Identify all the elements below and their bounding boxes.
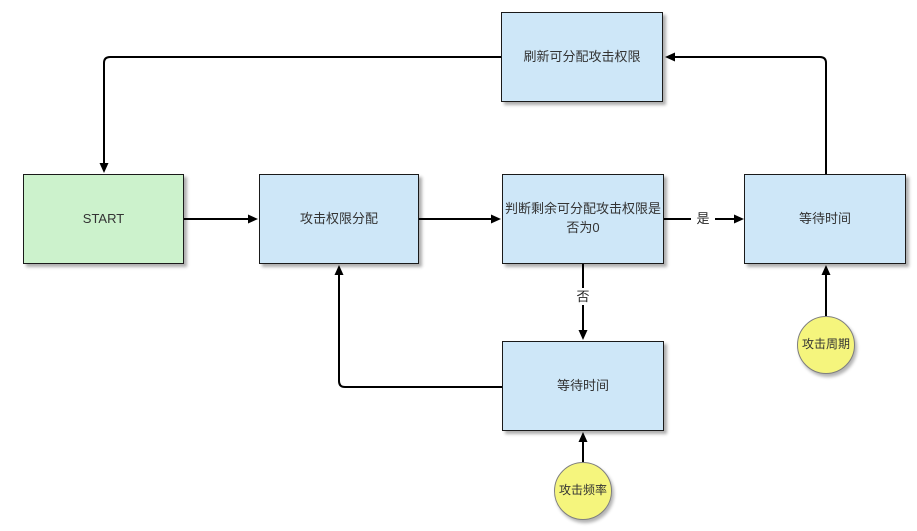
node-start: START xyxy=(23,174,184,264)
edge-label-no: 否 xyxy=(571,288,595,305)
edge-refresh-to-start xyxy=(99,56,501,173)
node-wait-time-right: 等待时间 xyxy=(744,174,906,264)
edge-start-to-allocate xyxy=(184,214,258,224)
edge-allocate-to-judge xyxy=(419,214,501,224)
edge-cycle-to-wait-right xyxy=(821,265,831,316)
edge-frequency-to-wait-bottom xyxy=(578,432,588,462)
node-attack-frequency: 攻击频率 xyxy=(554,462,612,520)
node-allocate-permissions: 攻击权限分配 xyxy=(259,174,419,264)
node-check-remaining-permissions: 判断剩余可分配攻击权限是否为0 xyxy=(502,174,664,264)
edge-wait-bottom-to-allocate xyxy=(334,265,502,388)
edge-label-yes: 是 xyxy=(691,210,715,227)
node-wait-time-bottom: 等待时间 xyxy=(502,341,664,431)
edge-wait-right-to-refresh xyxy=(665,52,827,174)
node-attack-cycle: 攻击周期 xyxy=(797,316,855,374)
node-refresh-permissions: 刷新可分配攻击权限 xyxy=(501,12,663,102)
